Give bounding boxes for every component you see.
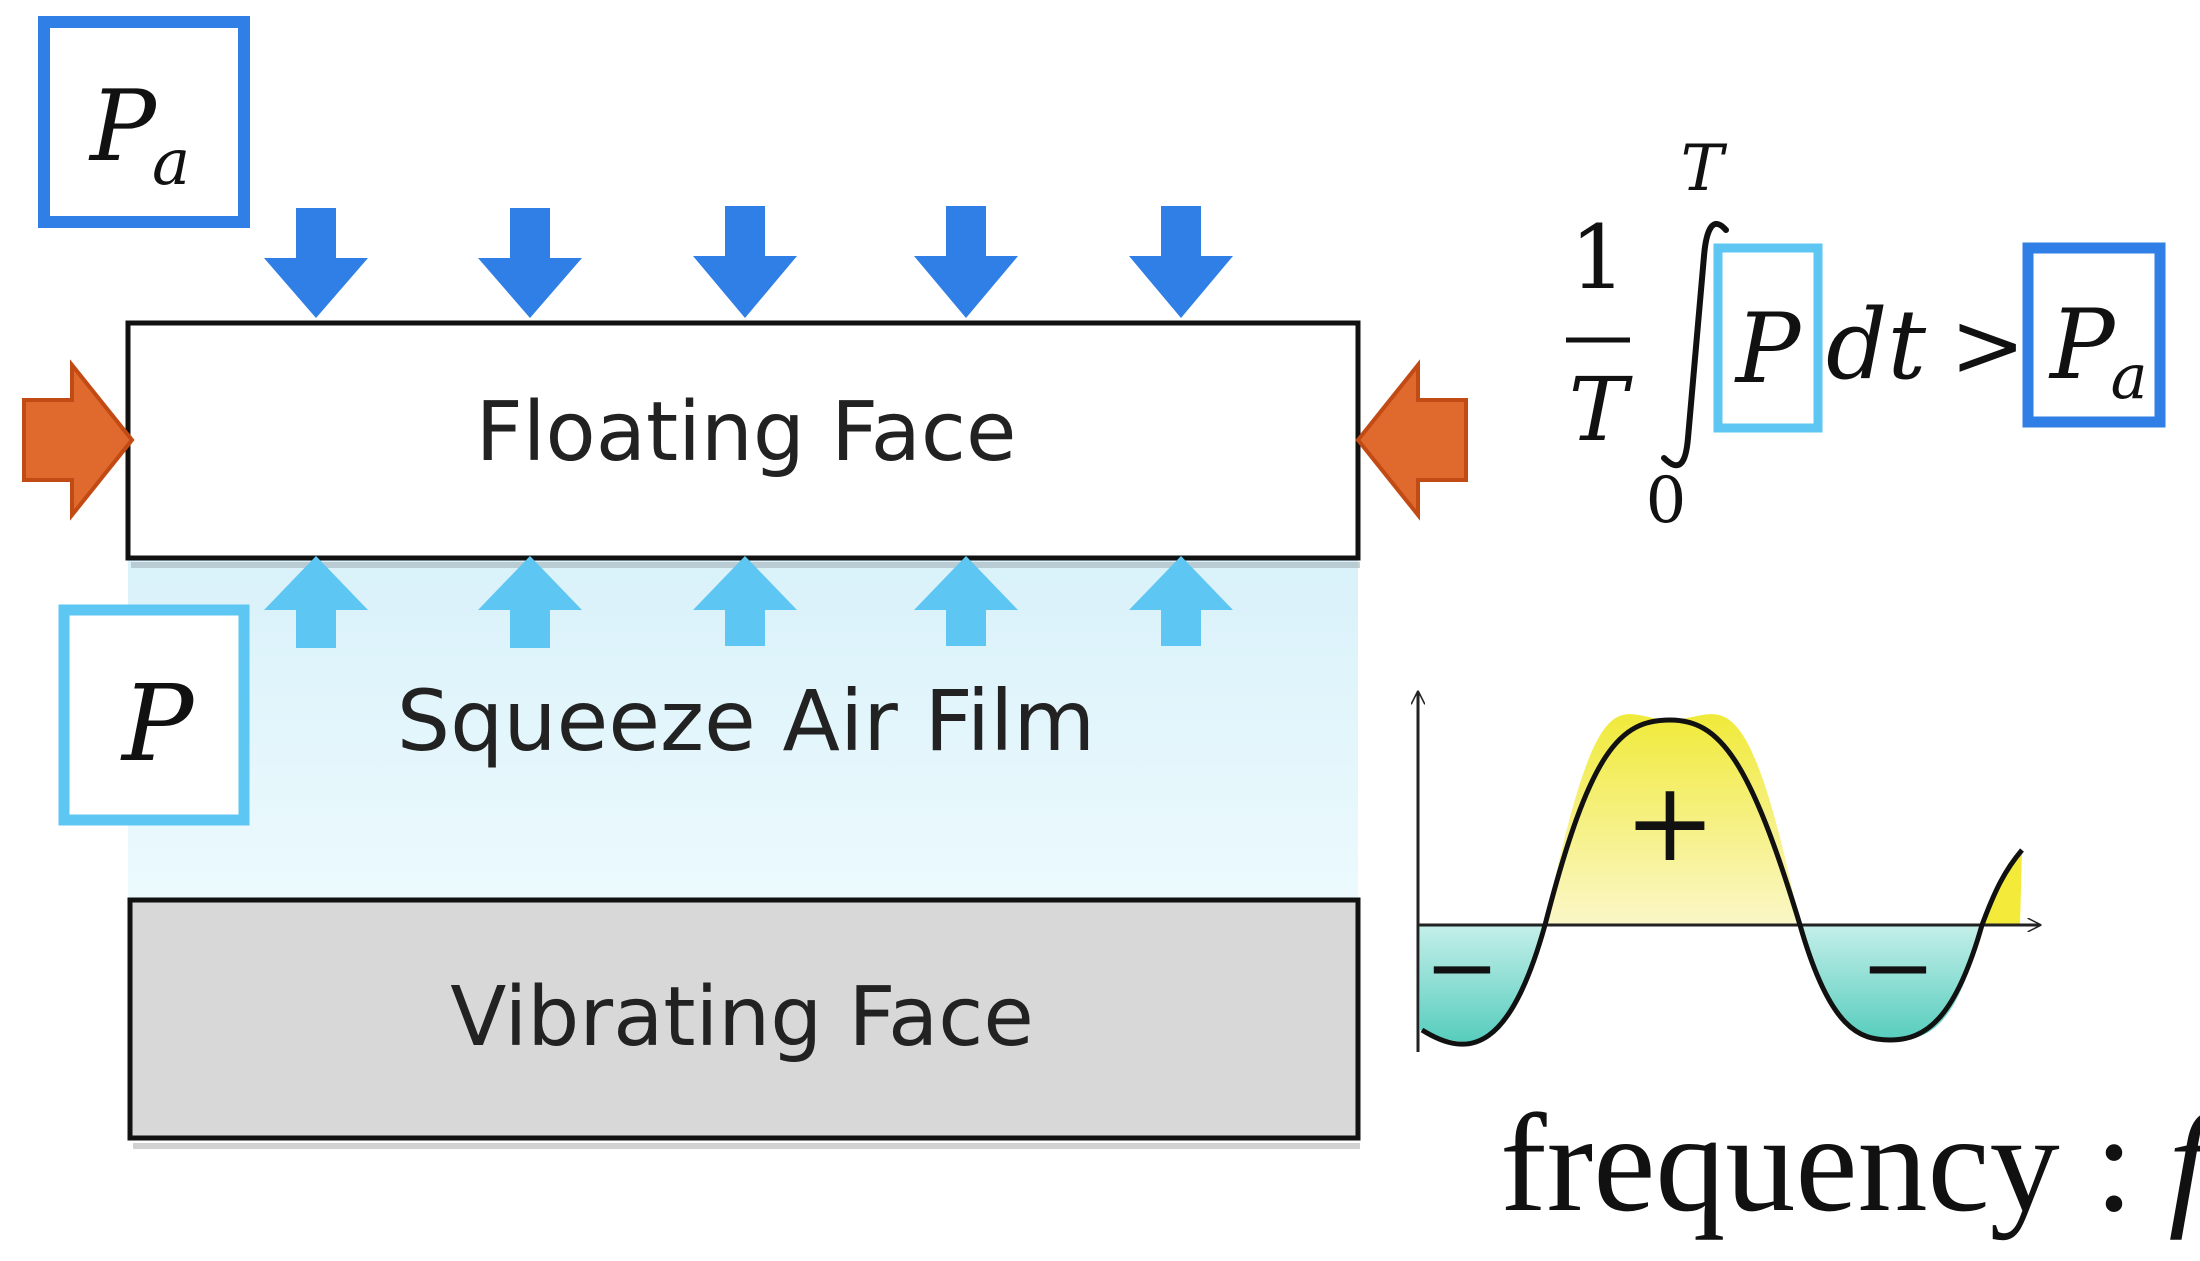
vibrating-face xyxy=(127,897,1361,1141)
fraction-numerator: 1 xyxy=(1570,206,1626,309)
up-arrow-icon xyxy=(1129,556,1233,646)
integral-upper-limit: T xyxy=(1681,132,1728,206)
down-arrow-icon xyxy=(693,206,797,318)
up-arrow-icon xyxy=(914,556,1018,646)
integrand-box xyxy=(1713,243,1823,433)
up-arrow-icon xyxy=(264,556,368,648)
mean-pressure-equation: 1 T T 0 P dt > Pa xyxy=(1566,132,2166,538)
rhs-subscript: a xyxy=(2111,340,2148,413)
negative-lobe-right xyxy=(1800,925,1982,1040)
comparison-operator: > xyxy=(1950,293,2025,398)
rhs-symbol: Pa xyxy=(2048,289,2148,413)
differential: dt xyxy=(1826,289,1926,401)
pressure-wave-curve xyxy=(1420,717,2024,1047)
floating-face-label: Floating Face xyxy=(476,385,1017,480)
positive-sign: + xyxy=(1624,758,1716,886)
ambient-pressure-arrows xyxy=(264,206,1233,318)
film-pressure-arrows xyxy=(264,556,1233,648)
left-arrow-icon xyxy=(1355,359,1468,521)
down-arrow-icon xyxy=(1129,206,1233,318)
down-arrow-icon xyxy=(264,208,368,318)
down-arrow-icon xyxy=(914,206,1018,318)
pressure-wave-plot: + − − frequency : f xyxy=(1418,692,2200,1241)
ambient-pressure-symbol: Pa xyxy=(88,70,190,200)
vibrating-face-label: Vibrating Face xyxy=(450,970,1034,1065)
integrand-symbol: P xyxy=(1734,293,1802,405)
down-arrow-icon xyxy=(478,208,582,318)
frequency-symbol: f xyxy=(2169,1086,2200,1241)
ambient-pressure-box xyxy=(38,16,250,228)
film-pressure-symbol: P xyxy=(120,662,195,785)
frequency-caption: frequency : f xyxy=(1500,1086,2200,1241)
up-arrow-icon xyxy=(693,556,797,646)
ambient-pressure-subscript: a xyxy=(152,126,190,200)
negative-sign-right: − xyxy=(1860,915,1935,1020)
film-pressure-box xyxy=(58,604,250,826)
squeeze-air-film-label: Squeeze Air Film xyxy=(397,672,1095,770)
integral-lower-limit: 0 xyxy=(1646,464,1687,538)
fraction-denominator: T xyxy=(1569,358,1634,461)
right-arrow-icon xyxy=(22,359,135,521)
up-arrow-icon xyxy=(478,556,582,648)
integral-sign-icon xyxy=(1661,221,1729,469)
negative-lobe-left xyxy=(1420,925,1545,1042)
rhs-box xyxy=(2022,242,2166,428)
negative-sign-left: − xyxy=(1424,915,1499,1020)
floating-face xyxy=(125,320,1361,561)
